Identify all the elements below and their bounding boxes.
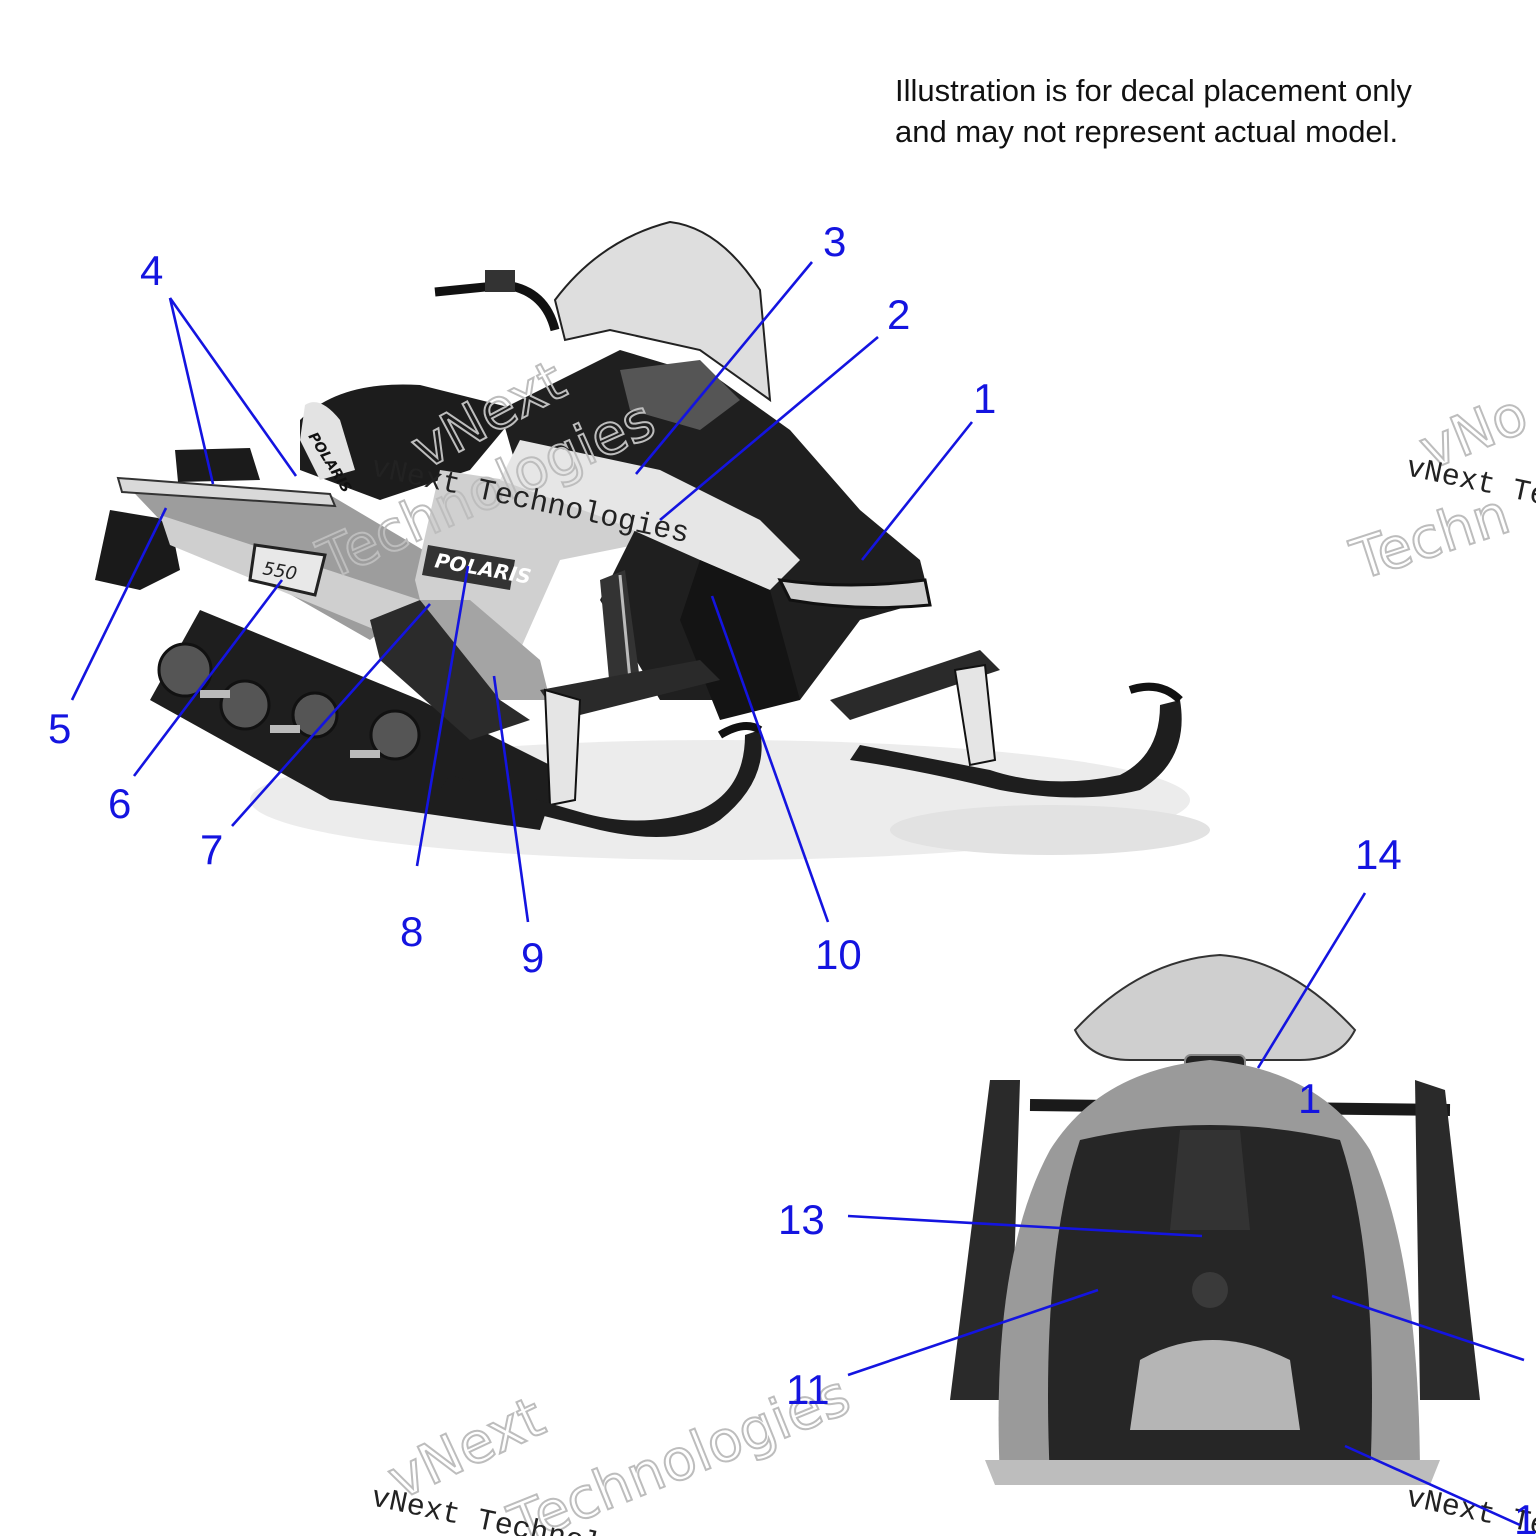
- a-arm: [540, 660, 720, 720]
- top-steering-post: [1170, 1130, 1250, 1230]
- track: [150, 610, 560, 830]
- callout-8: 8: [400, 908, 423, 955]
- seat: [300, 384, 520, 500]
- ski-far: [850, 700, 1182, 798]
- leader-lines: [70, 261, 1525, 1527]
- ski-loop-near: [717, 722, 763, 739]
- leader-4b: [168, 297, 298, 477]
- headlight: [620, 360, 740, 430]
- rear-bumper: [116, 476, 337, 508]
- callout-1-top-view: 1: [1298, 1075, 1321, 1122]
- track-studs: [200, 690, 380, 758]
- leader-9: [492, 675, 530, 923]
- shock-spring: [618, 574, 632, 681]
- top-fuel-cap: [1192, 1272, 1228, 1308]
- snowmobile-top-view: [950, 953, 1480, 1485]
- windshield: [553, 220, 772, 403]
- top-seat-front: [1130, 1340, 1300, 1430]
- callout-11: 11: [786, 1366, 830, 1413]
- spindle-near: [543, 688, 582, 807]
- callout-7: 7: [200, 826, 223, 873]
- callout-1: 1: [973, 375, 996, 422]
- top-right-rail: [1415, 1080, 1480, 1400]
- leader-6: [132, 579, 284, 777]
- callout-10: 10: [815, 931, 862, 978]
- callout-5: 5: [48, 705, 71, 752]
- leader-3: [634, 261, 814, 475]
- ground-shadow-ski: [890, 805, 1210, 855]
- callout-13: 13: [778, 1196, 825, 1243]
- callout-3: 3: [823, 218, 846, 265]
- rear-rack: [175, 448, 260, 482]
- leader-5: [70, 507, 168, 701]
- placement-note: Illustration is for decal placement only…: [895, 70, 1412, 152]
- top-bumper: [985, 1460, 1440, 1485]
- handlebar-grip: [485, 270, 515, 292]
- callout-2: 2: [887, 291, 910, 338]
- callout-6: 6: [108, 780, 131, 827]
- hood-light-panel: [500, 440, 800, 590]
- leader-7: [231, 603, 431, 827]
- placement-note-line-1: Illustration is for decal placement only: [895, 73, 1412, 108]
- leader-10: [710, 595, 830, 923]
- spindle-far: [953, 663, 997, 767]
- model-plate: [248, 543, 327, 597]
- front-bumper: [777, 578, 932, 610]
- leader-13: [847, 1214, 1203, 1238]
- snowmobile-side-view: POLARIS 550 POLARIS: [95, 220, 1210, 860]
- leader-12: [1331, 1294, 1525, 1362]
- callout-fragment-bottom: 1: [1514, 1496, 1536, 1536]
- leader-4a: [168, 297, 215, 485]
- callout-numbers: 1 2 3 4 5 6 7 8 9 10 11 13 14 1 1: [48, 218, 1536, 1536]
- callout-14: 14: [1355, 831, 1402, 878]
- leader-1: [860, 421, 974, 561]
- callout-4: 4: [140, 247, 163, 294]
- snow-flap: [95, 510, 180, 590]
- shock: [600, 570, 640, 690]
- leader-2: [659, 336, 879, 521]
- placement-note-line-2: and may not represent actual model.: [895, 114, 1399, 149]
- leader-8: [415, 565, 470, 867]
- a-arm-far: [830, 650, 1000, 720]
- ski-loop-far: [1128, 682, 1183, 703]
- bogie-wheels: [157, 642, 421, 761]
- side-panel-accent: [420, 600, 550, 700]
- leader-15: [1344, 1444, 1521, 1527]
- top-left-rail: [950, 1080, 1020, 1400]
- top-windshield: [1073, 953, 1357, 1061]
- callout-9: 9: [521, 934, 544, 981]
- leader-14: [1256, 892, 1367, 1069]
- seat-side-panel: [300, 402, 355, 480]
- leader-11: [847, 1288, 1099, 1377]
